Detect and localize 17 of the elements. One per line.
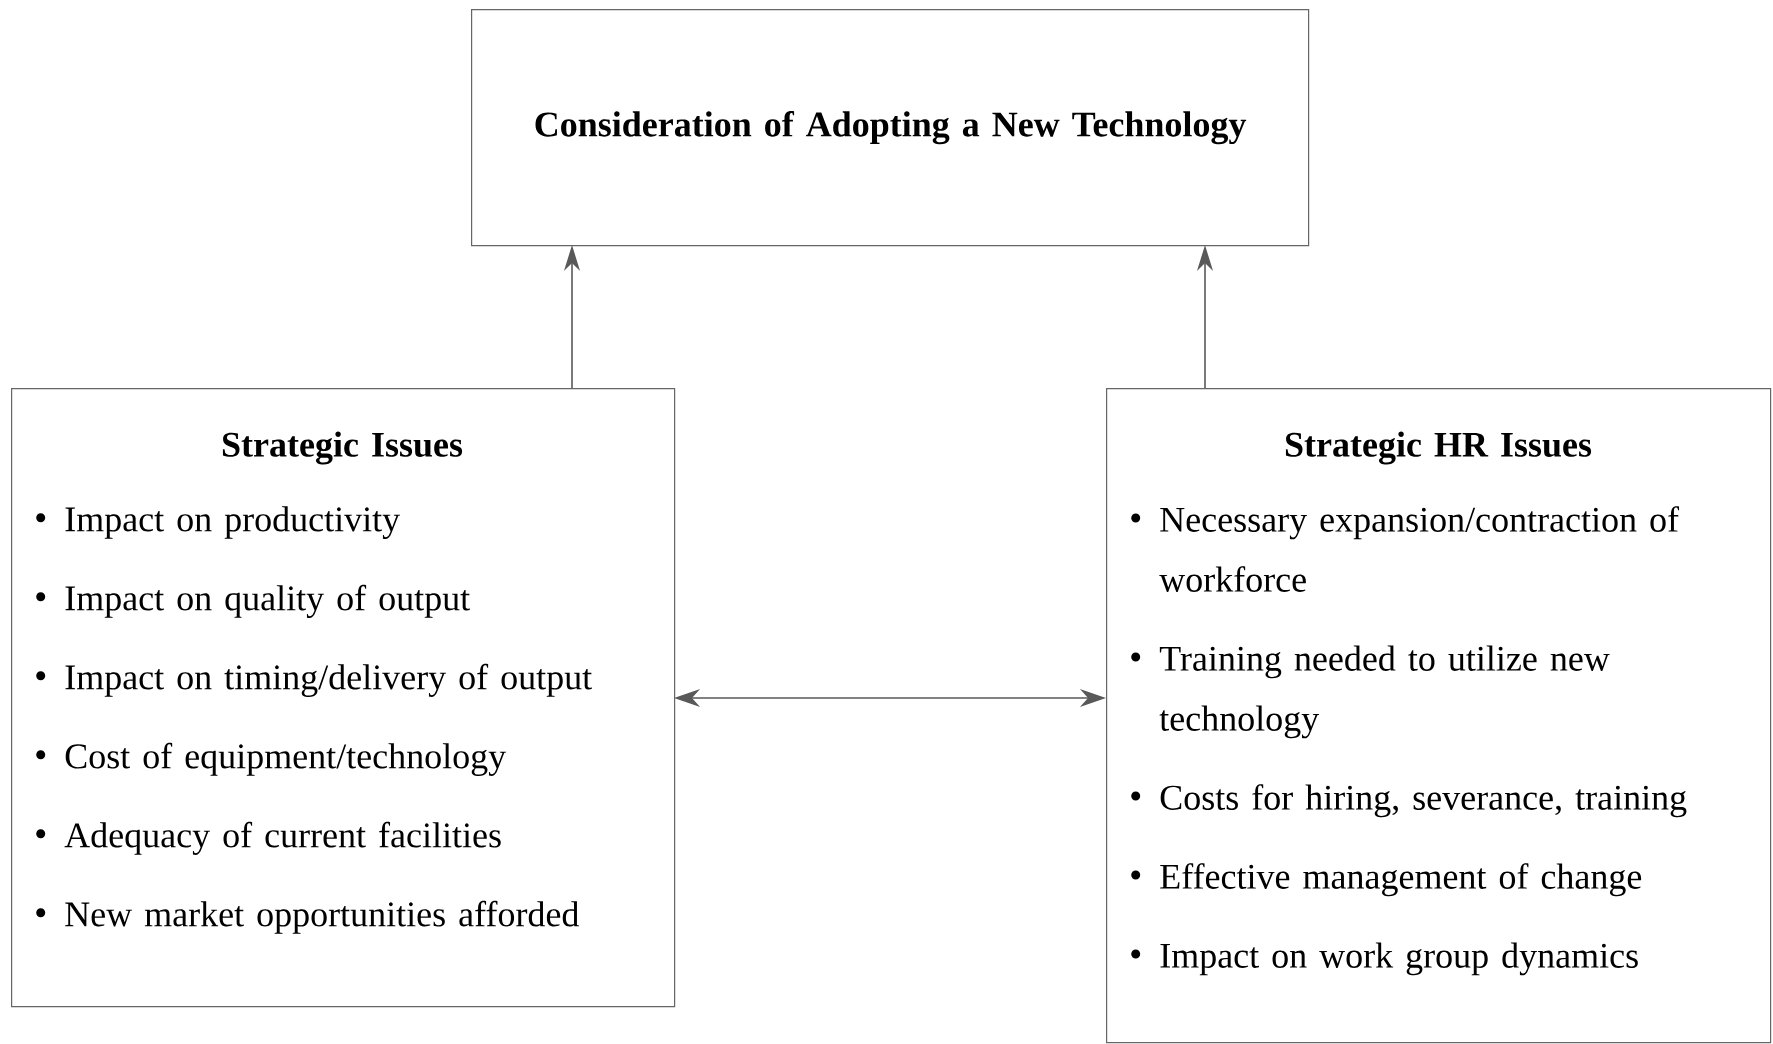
heading: Consideration of Adopting a New Technology	[535, 110, 1247, 145]
heading: Strategic HR Issues	[1285, 431, 1592, 465]
bullet-item: Effective management of change	[1131, 863, 1642, 897]
bullet-item: Impact on work group dynamics	[1131, 942, 1638, 976]
bullet-item: Impact on productivity	[36, 506, 400, 539]
bullet-item: Costs for hiring, severance, training	[1131, 784, 1687, 818]
box	[11, 388, 676, 1008]
bullet-item: Adequacy of current facilities	[36, 821, 501, 855]
bullet-item: Training needed to utilize new technology	[1131, 645, 1610, 739]
heading: Strategic Issues	[222, 431, 463, 465]
bullet-item: Impact on timing/delivery of output	[36, 663, 592, 697]
box	[471, 9, 1310, 247]
bullet-item: Necessary expansion/contraction of workforce	[1131, 506, 1680, 592]
bullet-item: Cost of equipment/technology	[36, 742, 507, 776]
bullet-item: New market opportunities afforded	[36, 900, 579, 934]
bullet-item: Impact on quality of output	[36, 584, 470, 618]
box	[1106, 388, 1772, 1044]
